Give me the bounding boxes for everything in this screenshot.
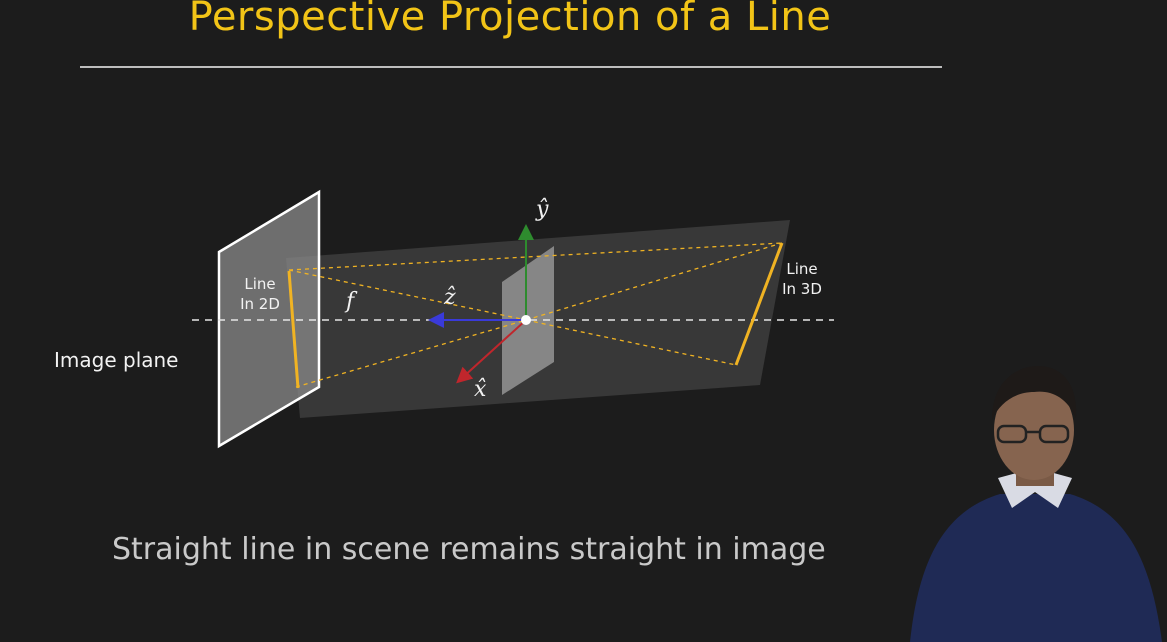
line-2d <box>287 270 300 389</box>
image-plane <box>217 189 321 449</box>
slide-title: Perspective Projection of a Line <box>188 0 832 40</box>
presenter-sweater <box>910 494 1162 642</box>
y-axis-label: ŷ <box>535 197 549 222</box>
projection-ray-top-back <box>288 269 527 321</box>
glasses-icon <box>996 424 1070 444</box>
line-3d-label-1: Line <box>786 260 817 278</box>
image-plane-label: Image plane <box>54 348 178 372</box>
line-3d-label-2: In 3D <box>782 280 822 298</box>
presenter-head <box>994 380 1074 480</box>
x-axis-label: x̂ <box>474 377 487 402</box>
line-2d-label-1: Line <box>244 275 275 293</box>
center-of-projection <box>521 315 531 325</box>
presenter-video-overlay <box>910 366 1162 642</box>
line-3d <box>734 242 784 366</box>
projection-ray-top <box>288 242 783 271</box>
title-divider <box>80 66 942 68</box>
projection-ray-bottom-front <box>525 319 737 366</box>
slide-caption: Straight line in scene remains straight … <box>112 532 826 567</box>
line-2d-label-2: In 2D <box>240 295 280 313</box>
z-axis-label: ẑ <box>443 285 456 310</box>
presenter-hair <box>992 366 1077 420</box>
x-axis-arrow <box>456 319 527 384</box>
